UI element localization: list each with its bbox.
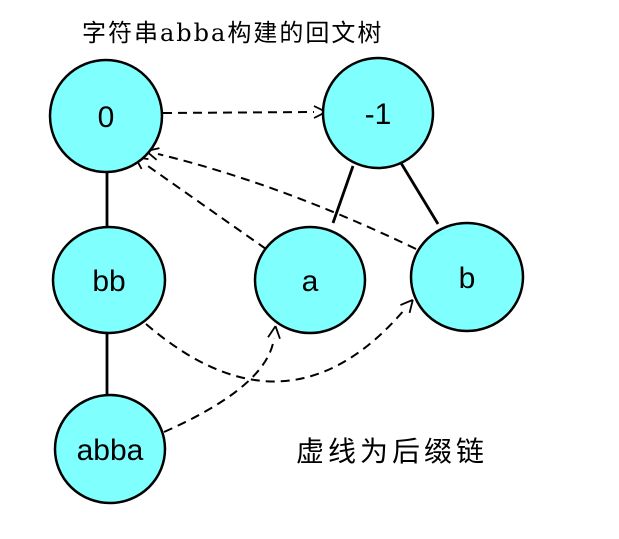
tree-edges — [105, 162, 440, 395]
suffix-link-a-to-0 — [134, 156, 267, 250]
legend-text: 虚线为后缀链 — [296, 435, 489, 468]
node-0-label: 0 — [98, 101, 115, 134]
node-abba-circle — [53, 393, 167, 505]
edge-neg1-a — [331, 165, 355, 224]
suffix-link-abba-to-a — [163, 325, 281, 433]
node-b: b — [409, 221, 525, 333]
node-neg1-circle — [321, 56, 435, 170]
node-b-circle — [409, 221, 525, 333]
node-abba: abba — [53, 393, 167, 505]
suffix-link-bb-to-b — [145, 299, 414, 383]
suffix-links — [134, 105, 417, 433]
node-a: a — [253, 225, 367, 335]
node-bb-circle — [51, 225, 167, 335]
node-b-label: b — [459, 262, 476, 295]
nodes: 0 -1 bb a b abba — [48, 56, 525, 505]
node-neg1-label: -1 — [365, 98, 392, 131]
node-0-circle — [48, 58, 164, 174]
node-bb-label: bb — [92, 265, 125, 298]
suffix-link-0-to-neg1 — [162, 105, 327, 119]
node-a-label: a — [302, 265, 319, 298]
edge-neg1-b — [399, 162, 440, 225]
suffix-link-b-to-0 — [145, 147, 417, 250]
node-a-circle — [253, 225, 367, 335]
node-abba-label: abba — [77, 434, 144, 467]
node-bb: bb — [51, 225, 167, 335]
node-0: 0 — [48, 58, 164, 174]
diagram-title: 字符串abba构建的回文树 — [82, 19, 384, 47]
node-neg1: -1 — [321, 56, 435, 170]
